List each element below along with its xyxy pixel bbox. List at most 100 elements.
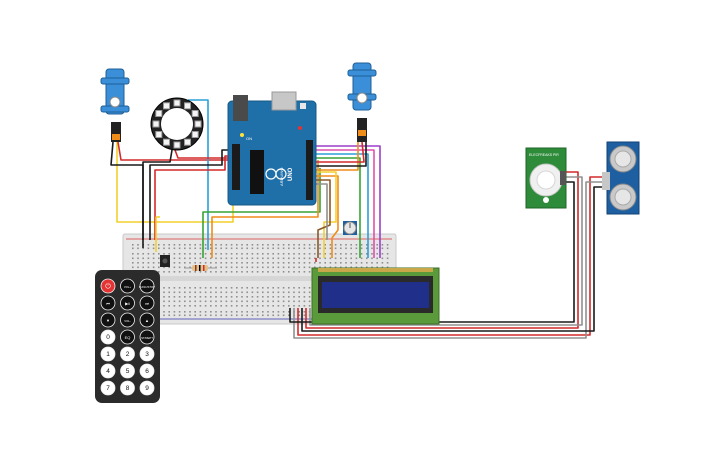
remote-button[interactable]	[120, 329, 135, 345]
remote-button[interactable]	[100, 346, 116, 362]
remote-button[interactable]	[120, 295, 135, 311]
wire-blue-right	[312, 153, 369, 258]
wire-ring-data	[188, 99, 209, 250]
wire-arduino-red	[154, 155, 228, 240]
remote-button[interactable]	[139, 329, 155, 345]
wire-sensor-red	[297, 176, 602, 336]
wire-pir-gray	[309, 176, 583, 326]
remote-button-label: 5	[126, 368, 130, 375]
ring-leds	[152, 99, 202, 149]
remote-button-label: 4	[106, 368, 110, 375]
potentiometer[interactable]	[343, 221, 357, 235]
remote-button[interactable]	[100, 312, 116, 328]
remote-button[interactable]	[100, 295, 116, 311]
remote-button-label: 6	[145, 368, 149, 375]
pir-label: PIR	[553, 153, 559, 157]
remote-button[interactable]	[100, 380, 116, 396]
remote-button-label: VOL-	[124, 319, 131, 323]
servo-left[interactable]	[100, 68, 130, 142]
remote-button[interactable]	[139, 295, 155, 311]
remote-button-label: VOL+	[124, 285, 132, 289]
wire-servo-left-signal	[116, 142, 234, 223]
wire-ring-ground	[142, 149, 173, 240]
remote-button[interactable]	[139, 278, 155, 294]
wire-pink	[312, 149, 375, 258]
power-button[interactable]	[100, 278, 116, 294]
arduino-model: UNO	[288, 167, 294, 181]
remote-button-label: 7	[106, 385, 110, 392]
remote-button[interactable]	[120, 363, 135, 379]
ring-led	[184, 138, 191, 146]
remote-button-label: ▶‖	[125, 301, 130, 306]
wire-servo-left-power	[117, 141, 228, 161]
remote-button-label: ▼	[106, 318, 110, 323]
remote-button-label: ⏭	[145, 301, 149, 306]
remote-button-label: EQ	[125, 335, 131, 340]
neopixel-ring[interactable]	[150, 97, 204, 151]
wire-servo-right-power	[312, 141, 365, 163]
wire-ir-yellow	[155, 216, 160, 252]
arduino-brand: ARDUINO	[279, 168, 284, 186]
pir-sensor[interactable]: ELECFREAKS PIR	[525, 147, 567, 209]
wire-servo-right-ground	[312, 142, 367, 167]
arduino-logo	[265, 168, 287, 180]
ring-led	[173, 99, 181, 107]
wire-yellow-right	[312, 171, 337, 258]
wire-servo-right-signal	[312, 142, 359, 171]
wire-green-right	[312, 157, 361, 258]
arduino-on-label: ON	[246, 136, 252, 141]
servo-right[interactable]	[347, 62, 377, 142]
ring-led	[163, 102, 170, 110]
remote-button[interactable]	[139, 380, 155, 396]
remote-button-label: 0	[106, 334, 110, 341]
remote-button[interactable]	[139, 363, 155, 379]
ring-led	[184, 102, 191, 110]
wire-arduino-black	[149, 149, 228, 240]
wire-bundle	[110, 99, 602, 339]
wire-sensor-gray	[293, 181, 602, 339]
remote-button-label: 9	[145, 385, 149, 392]
arduino-uno[interactable]: ARDUINO UNO ON	[227, 91, 317, 206]
remote-button[interactable]	[120, 312, 135, 328]
wire-purple	[312, 145, 381, 258]
remote-button-label: 2	[126, 351, 130, 358]
ring-led	[152, 120, 160, 128]
remote-button[interactable]	[100, 329, 116, 345]
remote-button[interactable]	[139, 312, 155, 328]
remote-button-label: 3	[145, 351, 149, 358]
remote-button[interactable]	[120, 346, 135, 362]
ring-led	[191, 131, 199, 138]
ring-led	[155, 110, 163, 117]
ring-led	[163, 138, 170, 146]
resistor[interactable]	[184, 265, 217, 271]
wire-servo-left-ground	[110, 141, 144, 248]
wire-brown	[312, 179, 331, 258]
remote-button-label: 8	[126, 385, 130, 392]
remote-button[interactable]	[120, 380, 135, 396]
pir-brand: ELECFREAKS	[529, 153, 553, 157]
power-icon: ⏻	[105, 283, 111, 291]
remote-button-label: 1	[106, 351, 110, 358]
wire-gray	[312, 183, 328, 240]
wire-orange-right	[312, 175, 339, 258]
remote-button-label: ST/REPT	[141, 336, 153, 340]
remote-button[interactable]	[120, 278, 135, 294]
remote-button-label: ▲	[145, 318, 149, 323]
remote-button-label: ⏮	[106, 301, 110, 306]
remote-button[interactable]	[100, 363, 116, 379]
ring-led	[194, 120, 202, 128]
ir-receiver[interactable]	[160, 255, 170, 267]
ring-led	[155, 131, 163, 138]
ring-led	[191, 110, 199, 117]
wire-ir-orange	[211, 160, 319, 258]
remote-button[interactable]	[139, 346, 155, 362]
wire-sensor-black	[301, 186, 602, 332]
ultrasonic-sensor[interactable]	[602, 141, 640, 215]
ring-led	[173, 141, 181, 149]
lcd-display[interactable]	[311, 267, 440, 325]
wire-ir-green	[202, 168, 321, 258]
wire-ring-power	[174, 149, 232, 159]
